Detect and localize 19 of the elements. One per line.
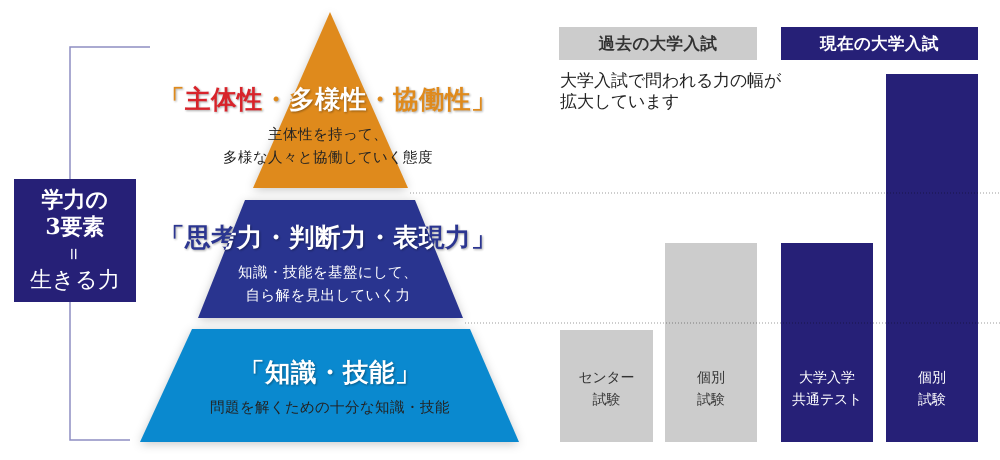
box-label: 学力の3要素 <box>41 187 109 241</box>
bar <box>665 243 757 442</box>
header-text: 過去の大学入試 <box>598 34 718 54</box>
tier-description: 知識・技能を基盤にして、自ら解を見出していく力 <box>238 264 418 306</box>
header-text: 現在の大学入試 <box>820 34 939 54</box>
bar <box>781 243 873 442</box>
equals-sign: ＝ <box>64 244 86 264</box>
title-box <box>14 179 136 302</box>
bar-label: 個別試験 <box>696 369 726 410</box>
tier-description: 問題を解くための十分な知識・技能 <box>210 399 450 418</box>
bar-label: 大学入学共通テスト <box>792 369 862 410</box>
box-label: 生きる力 <box>30 267 120 294</box>
note-text: 大学入試で問われる力の幅が拡大しています <box>560 71 782 113</box>
bar-label: センター試験 <box>578 369 635 410</box>
column-header <box>781 27 978 60</box>
bar-label: 個別試験 <box>918 369 946 410</box>
column-header <box>559 27 757 60</box>
bar <box>886 74 978 442</box>
bar <box>560 330 653 442</box>
